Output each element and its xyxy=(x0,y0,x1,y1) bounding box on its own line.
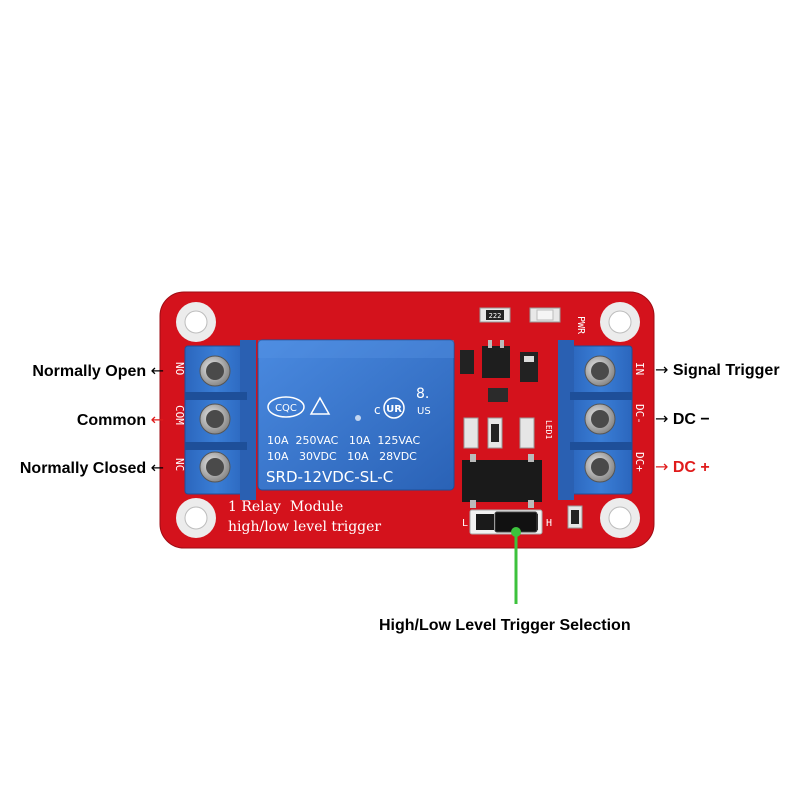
dc-minus-text: DC xyxy=(672,411,696,428)
led1-label: LED1 xyxy=(544,420,553,439)
smd-components: 222 PWR LED1 xyxy=(460,307,586,529)
callout-dc-plus: → DC + xyxy=(655,457,710,478)
callout-trigger-selection: High/Low Level Trigger Selection xyxy=(379,616,631,636)
relay-body: CQC c UR 8. US 10A 250VAC 10A 125VAC 10A… xyxy=(257,339,455,491)
jumper-label-l: L xyxy=(462,518,468,529)
normally-closed-text: Normally Closed xyxy=(19,460,147,477)
relay-cert-num: 8. xyxy=(416,386,429,402)
arrow-left-red-icon: ← xyxy=(150,410,164,429)
silk-in: IN xyxy=(633,362,646,375)
left-terminal-block xyxy=(184,340,256,500)
callout-normally-closed: Normally Closed ← xyxy=(20,458,164,479)
dc-plus-sign: + xyxy=(700,459,710,476)
arrow-right-icon: → xyxy=(655,360,669,379)
board-title-line1: 1 Relay Module xyxy=(228,499,343,515)
relay-cert-ur: UR xyxy=(386,404,402,415)
silk-com: COM xyxy=(173,405,186,425)
silk-dc-minus: DC- xyxy=(633,404,646,424)
relay-cert-c: c xyxy=(374,403,381,417)
callout-normally-open: Normally Open ← xyxy=(32,361,164,382)
dc-plus-text: DC xyxy=(672,459,696,476)
relay-rating-line1: 10A 250VAC 10A 125VAC xyxy=(267,434,420,447)
silk-no: NO xyxy=(173,362,186,375)
relay-rating-line2: 10A 30VDC 10A 28VDC xyxy=(267,450,417,463)
triangle-icon xyxy=(309,396,331,415)
relay-cqc-mark: CQC xyxy=(275,403,297,414)
silk-dc-plus: DC+ xyxy=(633,452,646,472)
arrow-right-icon: → xyxy=(655,409,669,428)
mounting-holes xyxy=(176,302,640,538)
jumper-label-h: H xyxy=(546,518,552,529)
board-title-line2: high/low level trigger xyxy=(228,519,381,535)
relay-cert-us: US xyxy=(417,406,431,417)
arrow-right-red-icon: → xyxy=(655,457,669,476)
pwr-label: PWR xyxy=(575,316,586,335)
trigger-pointer xyxy=(511,527,521,604)
relay-model: SRD-12VDC-SL-C xyxy=(266,468,393,486)
common-text: Common xyxy=(76,412,147,429)
resistor-code: 222 xyxy=(489,312,502,320)
silk-nc: NC xyxy=(173,458,186,471)
signal-trigger-text: Signal Trigger xyxy=(672,362,780,379)
trigger-jumper: L H xyxy=(462,509,552,535)
callout-signal-trigger: → Signal Trigger xyxy=(655,360,780,381)
callout-dc-minus: → DC − xyxy=(655,409,710,430)
trigger-selection-text: High/Low Level Trigger Selection xyxy=(379,617,631,634)
right-terminal-block xyxy=(558,340,633,500)
arrow-left-icon: ← xyxy=(150,361,164,380)
dc-minus-sign: − xyxy=(700,411,710,428)
arrow-left-icon: ← xyxy=(150,458,164,477)
callout-common: Common ← xyxy=(77,410,164,431)
normally-open-text: Normally Open xyxy=(32,363,147,380)
